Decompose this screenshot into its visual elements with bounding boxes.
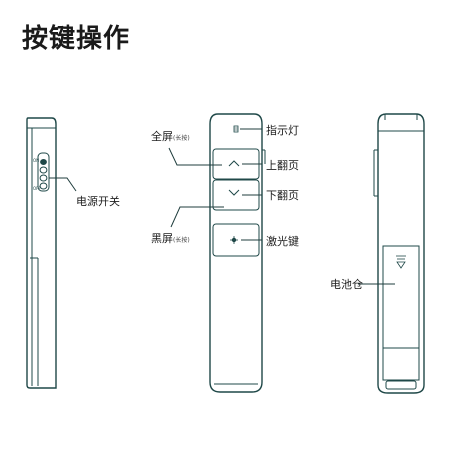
- leader-lines: [49, 128, 395, 285]
- svg-text:OFF: OFF: [33, 186, 41, 191]
- laser-label: 激光键: [266, 235, 299, 248]
- page-down-label: 下翻页: [266, 189, 299, 202]
- power-switch-icon: ON OFF: [33, 152, 50, 192]
- chevron-up-icon: [228, 160, 240, 167]
- page-up-label: 上翻页: [266, 159, 299, 172]
- fullscreen-label: 全屏(长按): [151, 128, 190, 144]
- battery-cover: [382, 245, 420, 381]
- svg-text:ON: ON: [33, 158, 39, 163]
- blackscreen-note: (长按): [173, 237, 190, 244]
- remote-front-view: [209, 113, 266, 393]
- chevron-down-icon: [228, 189, 240, 196]
- indicator-label: 指示灯: [266, 124, 299, 137]
- remote-back-view: [373, 113, 425, 394]
- battery-label: 电池仓: [330, 278, 363, 291]
- remote-side-view: ON OFF: [26, 117, 57, 389]
- battery-open-icon: [396, 255, 406, 269]
- blackscreen-text: 黑屏: [151, 232, 173, 245]
- blackscreen-label: 黑屏(长按): [151, 230, 190, 246]
- fullscreen-note: (长按): [173, 135, 190, 142]
- laser-icon: [230, 236, 238, 244]
- power-switch-label: 电源开关: [76, 195, 120, 208]
- page-title: 按键操作: [22, 24, 131, 54]
- indicator-light-icon: [233, 125, 239, 133]
- fullscreen-text: 全屏: [151, 130, 173, 143]
